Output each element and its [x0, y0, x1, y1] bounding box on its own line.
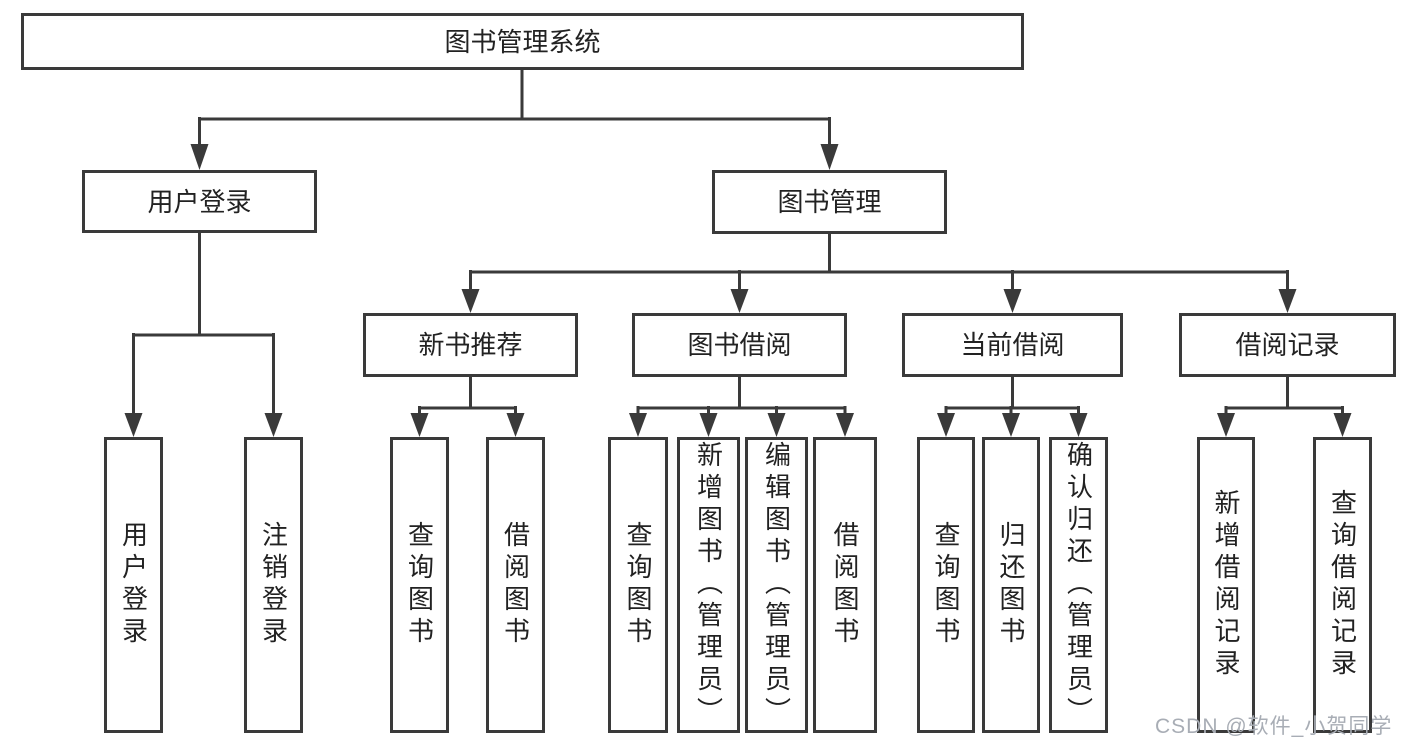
leaf-label: 查询图书 [623, 521, 653, 649]
node-borrowing-records: 借阅记录 [1179, 313, 1396, 377]
leaf-label: 借阅图书 [500, 521, 531, 649]
leaf-br-query-record: 查询借阅记录 [1313, 437, 1372, 733]
leaf-nb-borrow-books: 借阅图书 [486, 437, 545, 733]
leaf-label: 查询借阅记录 [1327, 489, 1358, 681]
leaf-label: 确认归还（管理员） [1063, 441, 1094, 729]
leaf-bb-query-books: 查询图书 [608, 437, 668, 733]
leaf-label: 新增借阅记录 [1211, 489, 1241, 681]
leaf-cb-confirm-return-admin: 确认归还（管理员） [1049, 437, 1108, 733]
node-user-login: 用户登录 [82, 170, 317, 233]
leaf-cb-query-books: 查询图书 [917, 437, 975, 733]
leaf-label: 注销登录 [258, 521, 289, 649]
node-book-management: 图书管理 [712, 170, 947, 234]
node-label: 用户登录 [147, 186, 252, 217]
node-label: 当前借阅 [960, 330, 1065, 360]
node-library-management-system: 图书管理系统 [21, 13, 1024, 70]
leaf-bb-borrow-books: 借阅图书 [813, 437, 877, 733]
leaf-cb-return-books: 归还图书 [982, 437, 1040, 733]
node-label: 图书管理系统 [444, 26, 601, 57]
node-current-borrowing: 当前借阅 [902, 313, 1123, 377]
leaf-logout-login: 注销登录 [244, 437, 303, 733]
leaf-bb-edit-books-admin: 编辑图书（管理员） [745, 437, 808, 733]
leaf-label: 编辑图书（管理员） [761, 441, 792, 729]
leaf-label: 新增图书（管理员） [693, 441, 724, 729]
node-label: 新书推荐 [418, 330, 523, 360]
node-label: 图书管理 [777, 187, 882, 217]
leaf-bb-add-books-admin: 新增图书（管理员） [677, 437, 740, 733]
node-book-borrowing: 图书借阅 [632, 313, 847, 377]
node-new-book-recommend: 新书推荐 [363, 313, 578, 377]
leaf-br-add-record: 新增借阅记录 [1197, 437, 1255, 733]
leaf-label: 查询图书 [404, 521, 435, 649]
leaf-label: 用户登录 [118, 521, 149, 649]
leaf-label: 归还图书 [996, 521, 1026, 649]
node-label: 图书借阅 [687, 330, 792, 360]
node-label: 借阅记录 [1235, 330, 1340, 360]
leaf-label: 借阅图书 [830, 521, 860, 649]
leaf-user-login: 用户登录 [104, 437, 163, 733]
leaf-label: 查询图书 [931, 521, 961, 649]
csdn-watermark: CSDN @软件_小贺同学 [1155, 715, 1393, 738]
leaf-nb-query-books: 查询图书 [390, 437, 449, 733]
